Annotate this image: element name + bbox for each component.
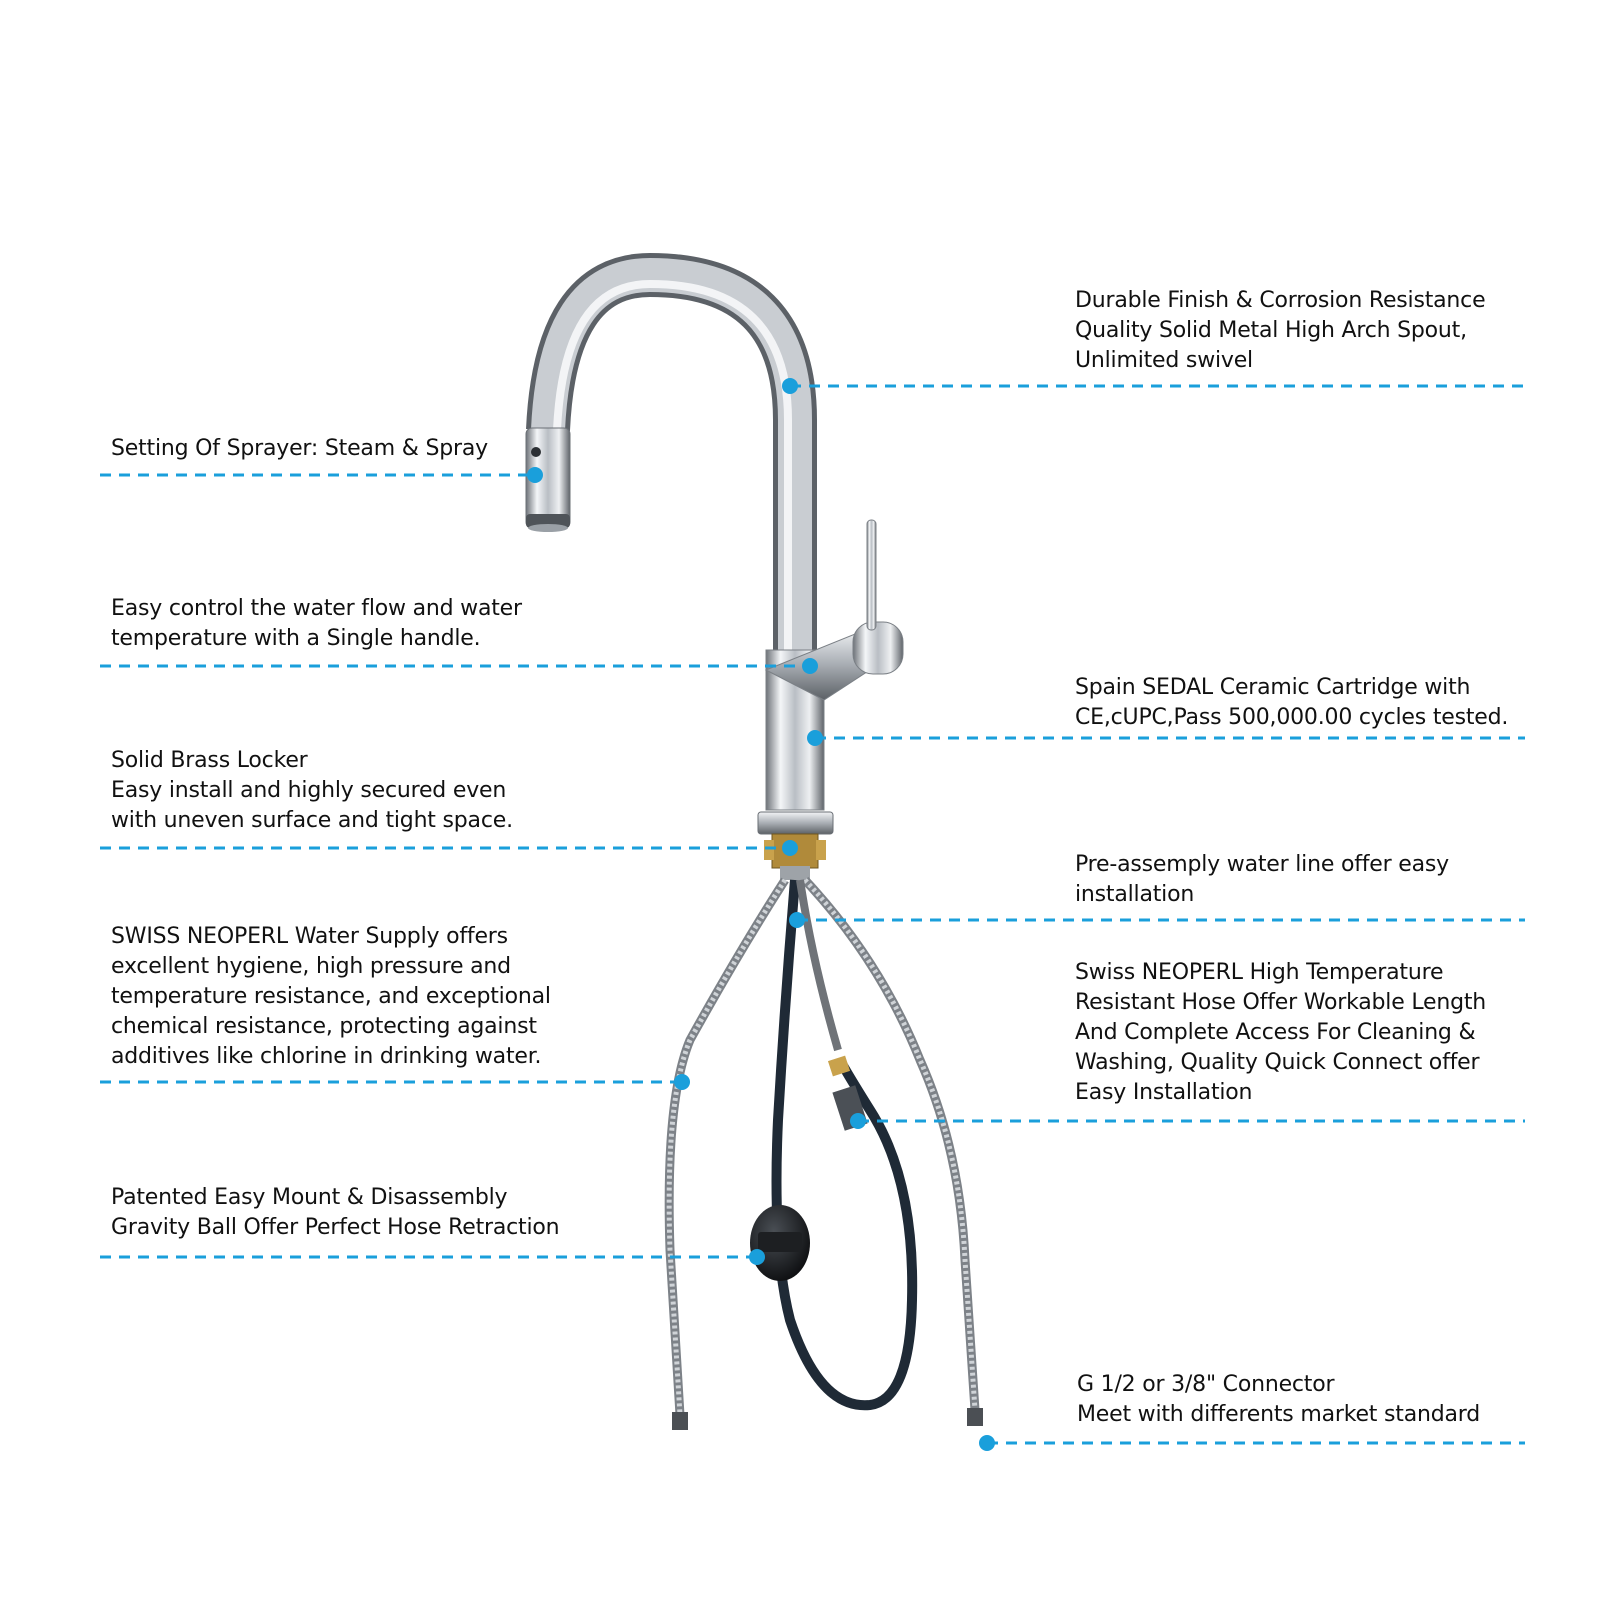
callout-line: excellent hygiene, high pressure and bbox=[111, 954, 511, 979]
callout-handle: Easy control the water flow and water te… bbox=[111, 594, 522, 654]
callout-line: Easy Installation bbox=[1075, 1080, 1253, 1105]
callout-line: with uneven surface and tight space. bbox=[111, 808, 513, 833]
callout-line: Easy install and highly secured even bbox=[111, 778, 507, 803]
callout-line: temperature resistance, and exceptional bbox=[111, 984, 551, 1009]
callout-sprayer: Setting Of Sprayer: Steam & Spray bbox=[111, 434, 488, 464]
callout-line: additives like chlorine in drinking wate… bbox=[111, 1044, 542, 1069]
callout-gravity: Patented Easy Mount & Disassembly Gravit… bbox=[111, 1183, 560, 1243]
marker-dot-neoperl-hose bbox=[850, 1113, 866, 1129]
spout bbox=[526, 252, 817, 660]
marker-dot-gravity bbox=[749, 1249, 765, 1265]
marker-dot-locker bbox=[782, 840, 798, 856]
marker-dot-waterline bbox=[789, 912, 805, 928]
callout-line: Pre-assemply water line offer easy bbox=[1075, 852, 1449, 877]
callout-line: And Complete Access For Cleaning & bbox=[1075, 1020, 1476, 1045]
callout-line: Setting Of Sprayer: Steam & Spray bbox=[111, 436, 488, 461]
callout-line: Easy control the water flow and water bbox=[111, 596, 522, 621]
callout-neoperl-supply: SWISS NEOPERL Water Supply offers excell… bbox=[111, 922, 551, 1072]
callout-line: chemical resistance, protecting against bbox=[111, 1014, 537, 1039]
callout-line: G 1/2 or 3/8" Connector bbox=[1077, 1372, 1335, 1397]
callout-line: Spain SEDAL Ceramic Cartridge with bbox=[1075, 675, 1471, 700]
callout-line: Quality Solid Metal High Arch Spout, bbox=[1075, 318, 1467, 343]
callout-line: Gravity Ball Offer Perfect Hose Retracti… bbox=[111, 1215, 560, 1240]
marker-dot-neoperl-supply bbox=[674, 1074, 690, 1090]
callout-line: Washing, Quality Quick Connect offer bbox=[1075, 1050, 1480, 1075]
callout-line: Swiss NEOPERL High Temperature bbox=[1075, 960, 1444, 985]
callout-cartridge: Spain SEDAL Ceramic Cartridge with CE,cU… bbox=[1075, 673, 1508, 733]
pull-out-hose bbox=[771, 879, 918, 1411]
marker-dot-handle bbox=[802, 658, 818, 674]
sprayer-head bbox=[525, 427, 571, 532]
callout-line: CE,cUPC,Pass 500,000.00 cycles tested. bbox=[1075, 705, 1509, 730]
marker-dot-sprayer bbox=[527, 467, 543, 483]
marker-dot-connector bbox=[979, 1435, 995, 1451]
callout-line: SWISS NEOPERL Water Supply offers bbox=[111, 924, 508, 949]
supply-hoses bbox=[664, 876, 983, 1430]
callout-line: temperature with a Single handle. bbox=[111, 626, 481, 651]
callout-line: Patented Easy Mount & Disassembly bbox=[111, 1185, 508, 1210]
callout-neoperl-hose: Swiss NEOPERL High Temperature Resistant… bbox=[1075, 958, 1486, 1108]
callout-line: installation bbox=[1075, 882, 1195, 907]
callout-line: Meet with differents market standard bbox=[1077, 1402, 1481, 1427]
callout-connector: G 1/2 or 3/8" Connector Meet with differ… bbox=[1077, 1370, 1480, 1430]
callout-line: Solid Brass Locker bbox=[111, 748, 308, 773]
marker-dot-cartridge bbox=[807, 730, 823, 746]
callout-line: Resistant Hose Offer Workable Length bbox=[1075, 990, 1487, 1015]
callout-waterline: Pre-assemply water line offer easy insta… bbox=[1075, 850, 1449, 910]
callout-markers bbox=[527, 378, 995, 1451]
marker-dot-spout bbox=[782, 378, 798, 394]
gravity-ball bbox=[750, 1205, 810, 1281]
callout-locker: Solid Brass Locker Easy install and high… bbox=[111, 746, 513, 836]
callout-line: Unlimited swivel bbox=[1075, 348, 1253, 373]
callout-line: Durable Finish & Corrosion Resistance bbox=[1075, 288, 1486, 313]
faucet-body bbox=[757, 519, 904, 880]
callout-leader-lines bbox=[100, 384, 1525, 1445]
callout-spout: Durable Finish & Corrosion Resistance Qu… bbox=[1075, 286, 1486, 376]
